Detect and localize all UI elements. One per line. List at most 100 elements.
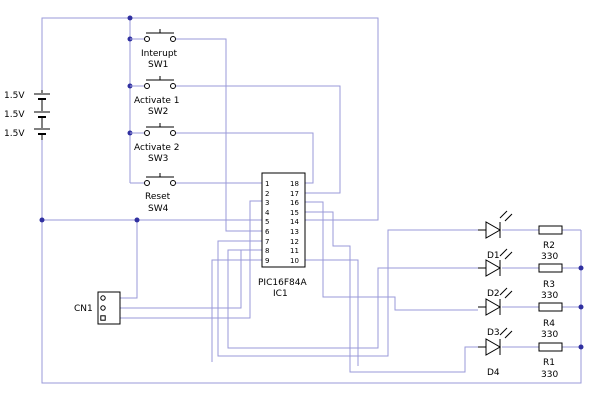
wire-top-rail xyxy=(41,17,379,221)
led-arrow xyxy=(504,290,513,299)
resistor-r2 xyxy=(538,225,563,235)
led-arrow xyxy=(499,210,508,219)
led-arrow xyxy=(499,327,508,336)
led-ref: D3 xyxy=(487,328,500,338)
wire-ic-6 xyxy=(217,229,478,357)
switch-contact xyxy=(144,180,150,186)
junction-dot xyxy=(39,217,45,223)
wire-ic-16 xyxy=(305,201,478,311)
wires xyxy=(41,17,582,384)
led-arrow xyxy=(499,287,508,296)
junction-dot xyxy=(127,15,133,21)
wire-ic-15 xyxy=(305,211,478,373)
wire-sw3-out xyxy=(176,132,314,184)
switch-contact xyxy=(144,130,150,136)
ic-pin-number: 1 xyxy=(265,180,269,188)
led-arrow xyxy=(504,330,513,339)
wire-ic-10 xyxy=(305,259,359,366)
led-ref: D4 xyxy=(487,368,500,378)
led-arrow xyxy=(504,213,513,222)
ic-pin-number: 11 xyxy=(290,247,299,255)
led-d1 xyxy=(478,210,513,239)
led-triangle xyxy=(485,338,502,356)
switch-ref: SW1 xyxy=(148,60,168,70)
battery xyxy=(34,90,50,140)
led-triangle xyxy=(485,221,502,239)
resistor-value: 330 xyxy=(541,252,558,262)
led-triangle xyxy=(485,259,502,277)
led-d2 xyxy=(478,248,513,277)
switch-sw1 xyxy=(130,29,176,42)
ic-pin-number: 6 xyxy=(265,228,270,236)
switch-sw2 xyxy=(130,76,176,89)
switch-ref: SW3 xyxy=(148,154,168,164)
ic-right-pins: 18 17 16 15 14 13 12 11 10 xyxy=(290,180,299,265)
switch-ref: SW4 xyxy=(148,204,169,214)
ic-pin-number: 18 xyxy=(290,180,299,188)
junction-dot xyxy=(578,265,584,271)
ic-pin-number: 3 xyxy=(265,199,269,207)
resistor-ref: R1 xyxy=(543,358,555,368)
ic-pin-number: 10 xyxy=(290,257,299,265)
connector-pin xyxy=(100,295,106,301)
resistor-ref: R3 xyxy=(543,280,555,290)
junction-dot xyxy=(134,217,140,223)
connector-ref: CN1 xyxy=(74,304,93,314)
switch-contact xyxy=(170,83,176,89)
switch-name: Reset xyxy=(145,192,171,202)
resistor-value: 330 xyxy=(541,330,558,340)
resistor-r1 xyxy=(538,342,563,352)
resistor-r3 xyxy=(538,263,563,273)
switch-sw4 xyxy=(130,173,176,186)
connector-pins xyxy=(100,295,106,321)
resistor-value: 330 xyxy=(541,370,558,380)
led-ref: D1 xyxy=(487,251,500,261)
connector-pin xyxy=(100,315,106,321)
battery-cell-label: 1.5V xyxy=(4,91,25,101)
ic-pin-number: 12 xyxy=(290,238,299,246)
switch-contact xyxy=(144,36,150,42)
junctions xyxy=(39,15,584,350)
resistor-ref: R4 xyxy=(543,319,555,329)
switch-sw3 xyxy=(130,123,176,136)
ic-pin-number: 8 xyxy=(265,247,269,255)
switch-contact xyxy=(170,180,176,186)
ic-pin-number: 14 xyxy=(290,218,299,226)
switch-name: Interupt xyxy=(141,49,178,59)
wire-ic-7 xyxy=(227,249,478,349)
led-arrow xyxy=(504,251,513,260)
battery-cell-label: 1.5V xyxy=(4,129,25,139)
ic-body xyxy=(261,172,306,268)
ic-pin-number: 13 xyxy=(290,228,299,236)
wire-sw2-out xyxy=(176,85,341,194)
junction-dot xyxy=(578,344,584,350)
resistor-r4 xyxy=(538,302,563,312)
ic-pin-number: 17 xyxy=(290,190,299,198)
wire-sw1-out xyxy=(176,38,262,232)
ic-pin-number: 9 xyxy=(265,257,269,265)
ic-part-number: PIC16F84A xyxy=(258,278,307,288)
switch-contact xyxy=(170,130,176,136)
switch-contact xyxy=(144,83,150,89)
wire-cn1-1 xyxy=(120,220,138,299)
ic-pin-number: 16 xyxy=(290,199,299,207)
ic-ref: IC1 xyxy=(273,289,288,299)
wire-ic-8 xyxy=(211,259,262,362)
led-d3 xyxy=(478,287,513,316)
ic-left-pins: 1 2 3 4 5 6 7 8 9 xyxy=(265,180,270,265)
ic-pin-number: 2 xyxy=(265,190,269,198)
led-ref: D2 xyxy=(487,289,500,299)
led-d4 xyxy=(478,327,513,356)
resistor-ref: R2 xyxy=(543,241,555,251)
junction-dot xyxy=(578,304,584,310)
connector-pin xyxy=(100,305,106,311)
switch-contact xyxy=(170,36,176,42)
battery-cell-label: 1.5V xyxy=(4,110,25,120)
ic-pin-number: 4 xyxy=(265,209,270,217)
wire-cn1-2 xyxy=(120,249,262,309)
ic-pin-number: 7 xyxy=(265,238,269,246)
led-triangle xyxy=(485,298,502,316)
resistor-value: 330 xyxy=(541,291,558,301)
